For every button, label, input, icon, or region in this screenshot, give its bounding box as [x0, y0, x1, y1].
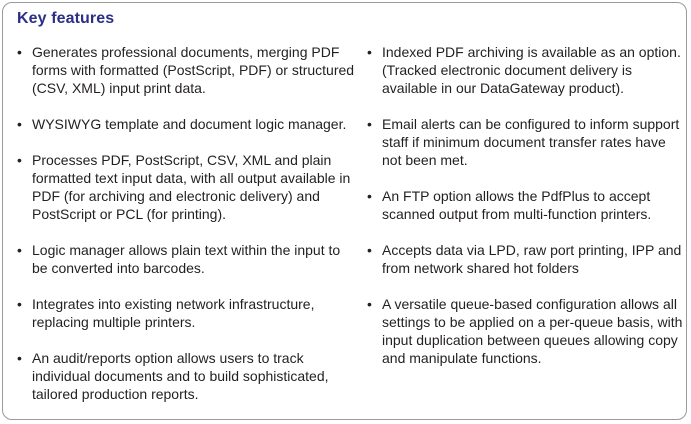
list-item: • Logic manager allows plain text within …	[17, 241, 357, 277]
list-item: • Accepts data via LPD, raw port printing…	[367, 241, 685, 277]
bullet-icon: •	[367, 44, 372, 60]
list-item: • Processes PDF, PostScript, CSV, XML and…	[17, 151, 357, 223]
feature-text: Processes PDF, PostScript, CSV, XML and …	[32, 152, 351, 222]
list-item: • Generates professional documents, mergi…	[17, 43, 357, 97]
bullet-icon: •	[17, 296, 22, 312]
list-item: • Indexed PDF archiving is available as a…	[367, 43, 685, 97]
list-item: • A versatile queue-based configuration a…	[367, 295, 685, 367]
bullet-icon: •	[367, 296, 372, 312]
feature-text: Email alerts can be configured to inform…	[382, 116, 680, 168]
features-list-left: • Generates professional documents, mergi…	[17, 43, 357, 421]
bullet-icon: •	[17, 152, 22, 168]
list-item: • WYSIWYG template and document logic man…	[17, 115, 357, 133]
feature-text: An FTP option allows the PdfPlus to acce…	[382, 188, 652, 222]
bullet-icon: •	[17, 350, 22, 366]
key-features-panel: Key features • Generates professional doc…	[2, 2, 687, 420]
feature-text: Logic manager allows plain text within t…	[32, 242, 341, 276]
feature-text: WYSIWYG template and document logic mana…	[32, 116, 347, 132]
bullet-icon: •	[367, 188, 372, 204]
feature-text: Accepts data via LPD, raw port printing,…	[382, 242, 682, 276]
list-item: • Integrates into existing network infras…	[17, 295, 357, 331]
feature-text: An audit/reports option allows users to …	[32, 350, 329, 402]
bullet-icon: •	[367, 116, 372, 132]
features-list-right: • Indexed PDF archiving is available as a…	[367, 43, 685, 385]
feature-text: A versatile queue-based configuration al…	[382, 296, 683, 366]
feature-text: Indexed PDF archiving is available as an…	[382, 44, 681, 96]
feature-text: Generates professional documents, mergin…	[32, 44, 355, 96]
bullet-icon: •	[17, 242, 22, 258]
feature-text: Integrates into existing network infrast…	[32, 296, 315, 330]
list-item: • An FTP option allows the PdfPlus to acc…	[367, 187, 685, 223]
bullet-icon: •	[367, 242, 372, 258]
list-item: • Email alerts can be configured to infor…	[367, 115, 685, 169]
list-item: • An audit/reports option allows users to…	[17, 349, 357, 403]
bullet-icon: •	[17, 116, 22, 132]
panel-title: Key features	[17, 10, 115, 27]
bullet-icon: •	[17, 44, 22, 60]
